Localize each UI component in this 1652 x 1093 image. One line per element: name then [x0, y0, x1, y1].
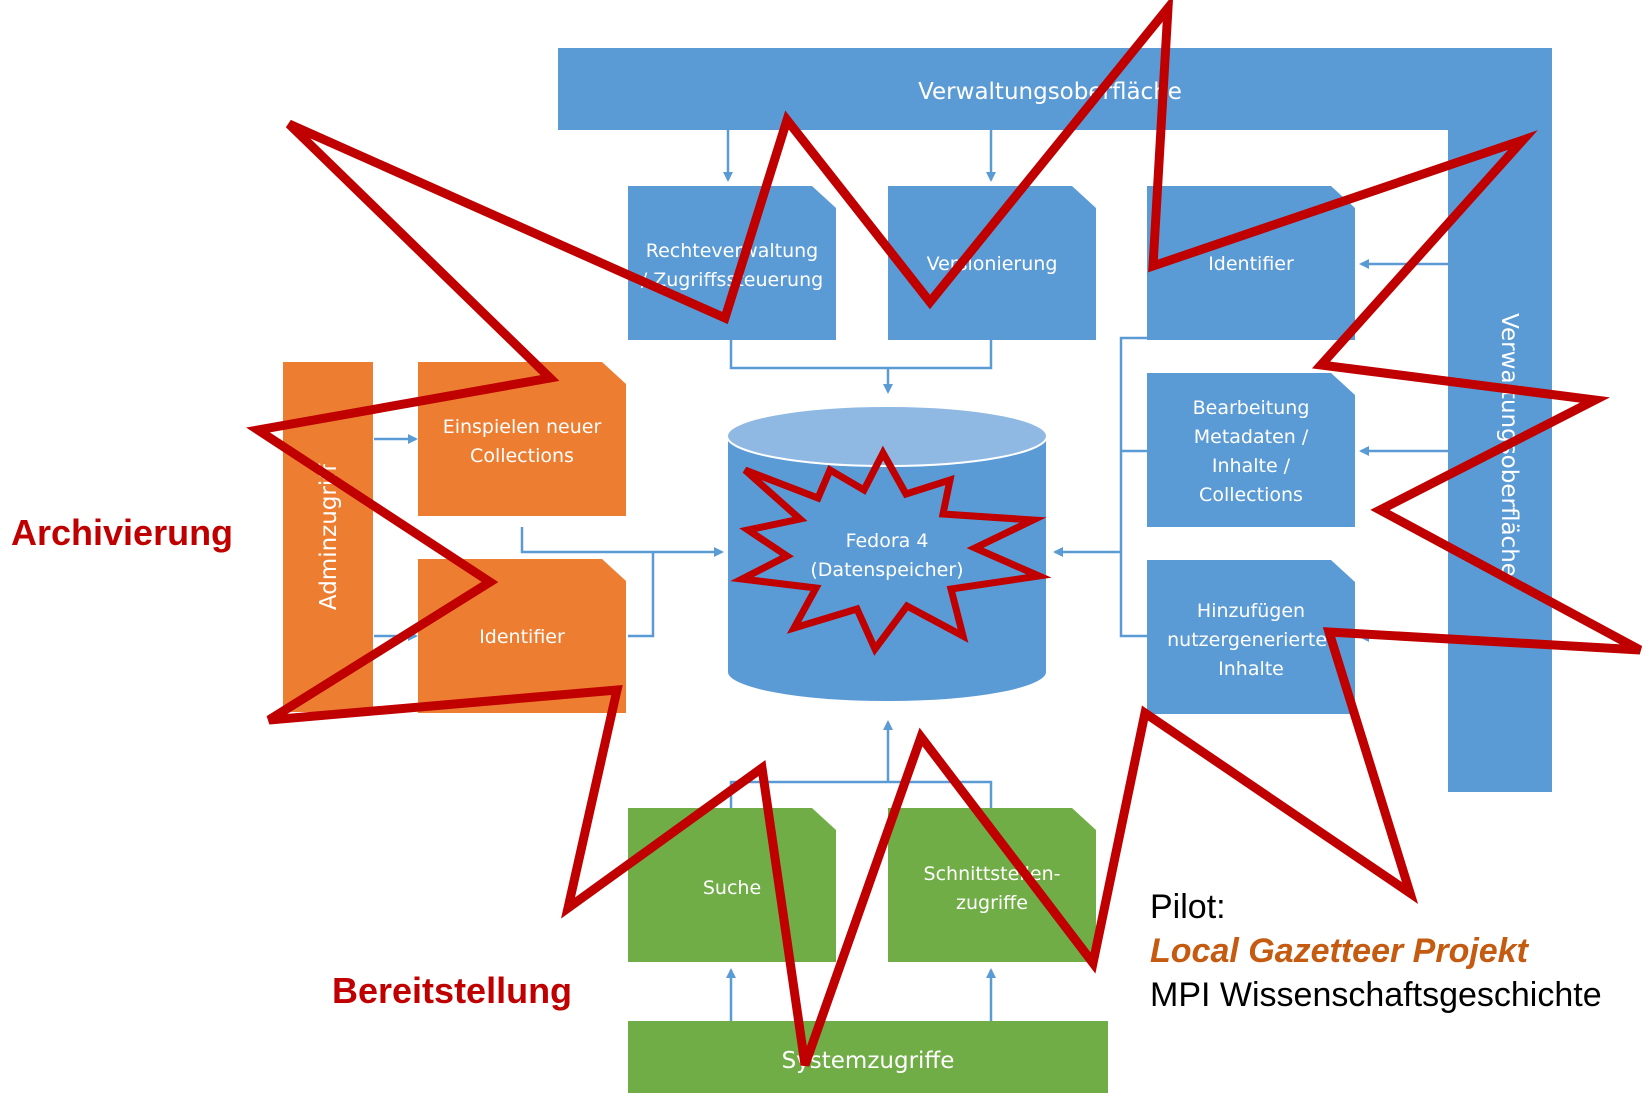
module-rights: Rechteverwaltung / Zugriffssteuerung	[628, 186, 836, 340]
module-import-collections: Einspielen neuer Collections	[418, 362, 626, 516]
identifier-left-label: Identifier	[479, 626, 565, 648]
system-access-bar: Systemzugriffe	[628, 1021, 1108, 1093]
pilot-heading: Pilot:	[1150, 888, 1226, 926]
import-label-2: Collections	[470, 445, 574, 467]
explosion-star-small	[730, 445, 1052, 656]
admin-ui-bar	[558, 48, 1552, 792]
user-content-label-2: nutzergenerierter	[1167, 629, 1335, 651]
api-label-1: Schnittstellen-	[924, 863, 1061, 885]
metadata-label-3: Inhalte /	[1212, 455, 1291, 477]
module-search: Suche	[628, 808, 836, 962]
bereitstellung-label: Bereitstellung	[332, 970, 572, 1011]
module-identifier-right-label: Identifier	[1208, 253, 1294, 275]
fedora-label-2: (Datenspeicher)	[810, 559, 963, 581]
module-versioning-label: Versionierung	[927, 253, 1058, 275]
admin-ui-top-label: Verwaltungsoberfläche	[918, 79, 1182, 105]
fedora-storage-cylinder	[726, 405, 1048, 703]
import-label-1: Einspielen neuer	[443, 416, 602, 438]
explosion-star-large	[246, 0, 1643, 1067]
module-metadata-editing: Bearbeitung Metadaten / Inhalte / Collec…	[1147, 373, 1355, 527]
module-user-content: Hinzufügen nutzergenerierter Inhalte	[1147, 560, 1355, 714]
module-rights-label-2: / Zugriffssteuerung	[641, 269, 823, 291]
api-label-2: zugriffe	[956, 892, 1028, 914]
metadata-label-2: Metadaten /	[1194, 426, 1309, 448]
admin-ui-frame: Verwaltungsoberfläche Verwaltungsoberflä…	[558, 48, 1552, 792]
archivierung-label: Archivierung	[11, 512, 233, 553]
metadata-label-1: Bearbeitung	[1193, 397, 1310, 419]
user-content-label-1: Hinzufügen	[1197, 600, 1305, 622]
module-identifier-right: Identifier	[1147, 186, 1355, 340]
pilot-institute: MPI Wissenschaftsgeschichte	[1150, 976, 1602, 1014]
fedora-label-1: Fedora 4	[846, 530, 929, 552]
module-versioning: Versionierung	[888, 186, 1096, 340]
pilot-note: Pilot: Local Gazetteer Projekt MPI Wisse…	[1150, 888, 1602, 1014]
module-rights-label-1: Rechteverwaltung	[646, 240, 818, 262]
pilot-project: Local Gazetteer Projekt	[1150, 932, 1530, 970]
search-label: Suche	[703, 877, 761, 899]
metadata-label-4: Collections	[1199, 484, 1303, 506]
user-content-label-3: Inhalte	[1218, 658, 1284, 680]
